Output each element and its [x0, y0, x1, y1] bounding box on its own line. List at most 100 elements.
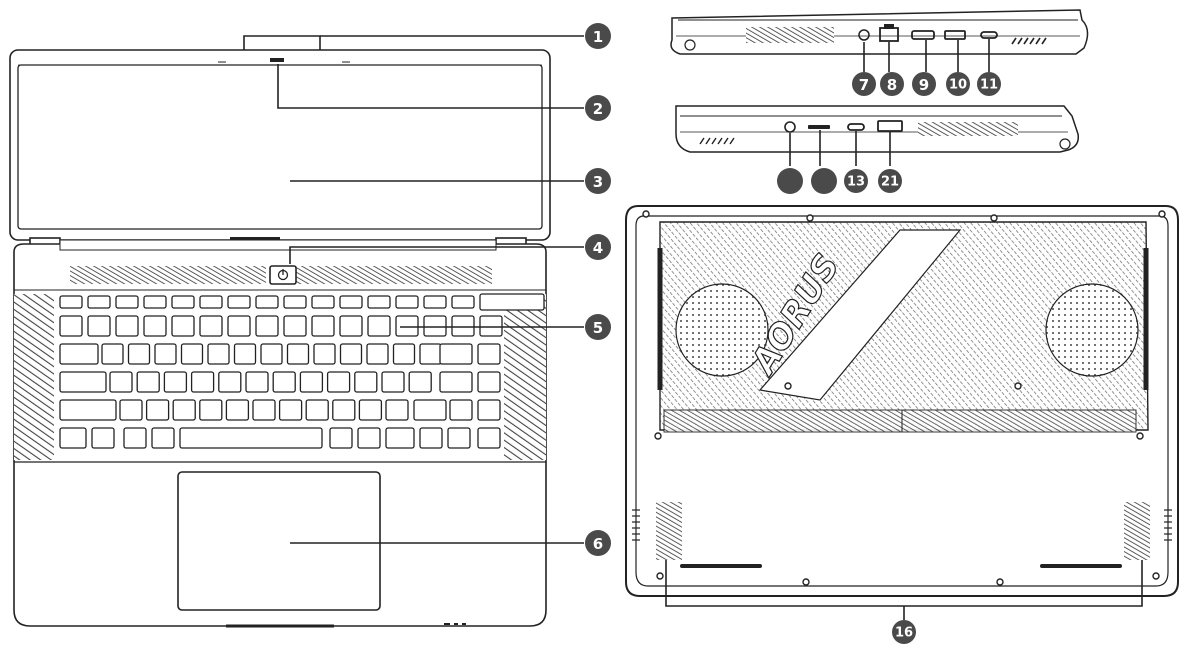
keyboard-key — [59, 427, 87, 449]
keyboard-key — [477, 399, 501, 421]
keyboard-key — [179, 427, 323, 449]
keyboard-key — [367, 295, 391, 309]
speaker-grille-right — [504, 294, 546, 460]
card-reader-icon — [808, 125, 830, 129]
keyboard-key — [272, 371, 296, 393]
keyboard-key — [385, 399, 409, 421]
hdmi-port-icon — [911, 30, 935, 40]
callout-circle — [585, 95, 611, 121]
callout-number: 7 — [859, 76, 869, 94]
callout-number: 1 — [593, 28, 603, 46]
keyboard-key — [252, 399, 276, 421]
keyboard-key — [154, 343, 177, 365]
callout-number: 3 — [593, 173, 603, 191]
keyboard-key — [451, 295, 475, 309]
callout-circle — [844, 169, 868, 193]
keyboard-key — [367, 315, 391, 337]
keyboard-key — [171, 315, 195, 337]
fan-right — [1045, 283, 1139, 377]
callout-number: 11 — [980, 78, 998, 93]
keyboard-key — [326, 371, 351, 393]
keyboard-key — [227, 315, 251, 337]
keyboard-key — [447, 427, 471, 449]
callout-circle — [946, 72, 970, 96]
keyboard-key — [59, 295, 83, 309]
keyboard-key — [283, 295, 307, 309]
callout-badge: 16 — [892, 620, 916, 644]
keyboard-key — [449, 399, 473, 421]
callout-circle — [880, 72, 904, 96]
keyboard-key — [339, 315, 363, 337]
keyboard-key — [354, 371, 378, 393]
keyboard-key — [172, 399, 196, 421]
keyboard-key — [358, 399, 383, 421]
callout-circle — [912, 72, 936, 96]
keyboard-key — [171, 295, 195, 309]
keyboard-key — [311, 315, 335, 337]
keyboard-key — [395, 315, 419, 337]
keyboard-key — [477, 427, 501, 449]
callout-badge: 8 — [880, 72, 904, 96]
callout-badge: 2 — [585, 95, 611, 121]
callout-badge: 11 — [977, 72, 1001, 96]
laptop-right-side-view — [670, 9, 1089, 55]
keyboard-key — [419, 427, 443, 449]
keyboard-key — [381, 371, 405, 393]
keyboard-key — [413, 399, 447, 421]
webcam-icon — [270, 58, 284, 62]
keyboard-key — [136, 371, 160, 393]
callout-circle — [811, 168, 837, 194]
callout-number: 8 — [887, 76, 897, 94]
keyboard-key — [87, 295, 111, 309]
side-vent — [746, 27, 834, 43]
callout-number: 9 — [919, 76, 929, 94]
callout-badge: 5 — [585, 314, 611, 340]
keyboard-key — [151, 427, 175, 449]
callout-number: 21 — [881, 175, 899, 190]
callout-leaders — [243, 35, 1143, 620]
callout-circle — [977, 72, 1001, 96]
keyboard-key — [419, 343, 442, 365]
keyboard-key — [218, 371, 242, 393]
keyboard-key — [357, 427, 381, 449]
callout-badge: 7 — [852, 72, 876, 96]
keyboard-key — [366, 343, 389, 365]
keyboard-key — [199, 399, 223, 421]
callout-circle — [878, 169, 902, 193]
callout-badge: 3 — [585, 168, 611, 194]
fan-icon — [675, 283, 769, 377]
speaker-grille-icon — [14, 294, 54, 460]
keyboard-key — [225, 399, 250, 421]
keyboard-key — [339, 295, 363, 309]
keyboard-key — [477, 343, 501, 365]
keyboard-key — [408, 371, 432, 393]
callout-number: 10 — [949, 78, 967, 93]
keyboard-key — [313, 343, 336, 365]
speaker-grille-bottom-left — [656, 502, 682, 560]
speaker-grille-bottom-right — [1124, 502, 1150, 560]
keyboard-key — [109, 371, 133, 393]
keyboard-key — [119, 399, 143, 421]
keyboard — [59, 293, 545, 449]
laptop-left-side-view — [675, 105, 1080, 153]
callout-badge: 10 — [946, 72, 970, 96]
keyboard-key — [115, 315, 139, 337]
keyboard-key — [199, 295, 223, 309]
callout-circle — [585, 23, 611, 49]
audio-jack-icon — [858, 29, 870, 41]
keyboard-key — [329, 427, 353, 449]
keyboard-key — [143, 315, 167, 337]
keyboard-key — [233, 343, 257, 365]
keyboard-key — [260, 343, 283, 365]
keyboard-key — [91, 427, 115, 449]
keyboard-key — [283, 315, 307, 337]
keyboard-key — [255, 295, 279, 309]
keyboard-key — [145, 399, 170, 421]
callout-badge: 9 — [912, 72, 936, 96]
callout-circle — [585, 168, 611, 194]
dc-in-port-icon — [784, 121, 796, 133]
callout-number: 5 — [593, 319, 603, 337]
callout-badge: 1 — [585, 23, 611, 49]
keyboard-key — [423, 315, 447, 337]
